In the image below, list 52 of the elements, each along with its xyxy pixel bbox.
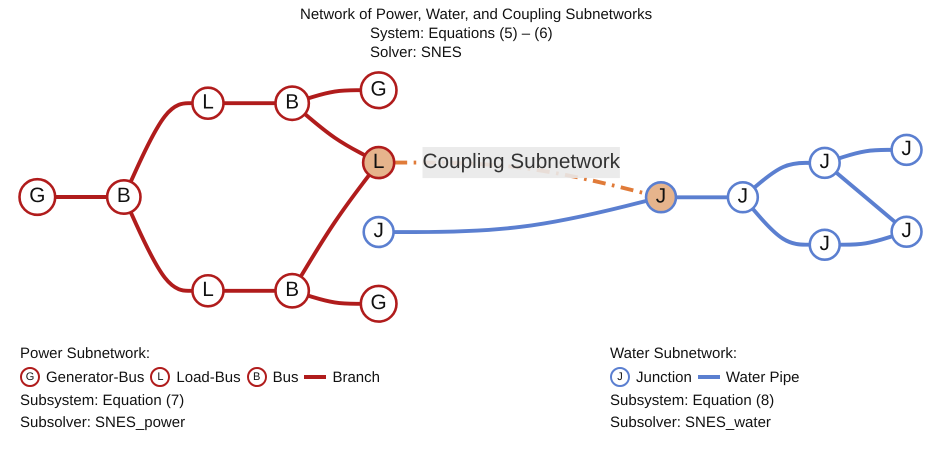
legend-text: Branch xyxy=(332,368,380,386)
node-circle xyxy=(890,215,923,248)
legend-text: Load-Bus xyxy=(176,368,241,386)
connector xyxy=(834,170,896,224)
node-circle xyxy=(360,284,398,323)
section-heading: Water Subnetwork: xyxy=(610,345,738,362)
node-circle xyxy=(362,216,395,248)
connector xyxy=(224,101,276,106)
note-text: Subsystem: Equation (8) xyxy=(610,392,776,409)
connector xyxy=(308,88,361,100)
connector xyxy=(128,101,192,183)
note-text: System: Equations (5) – (6) xyxy=(369,25,554,42)
connector xyxy=(751,207,810,247)
connector xyxy=(676,195,728,200)
legend-symbol: J xyxy=(610,367,630,387)
connector xyxy=(304,112,366,158)
node-circle xyxy=(808,228,841,261)
node-circle xyxy=(726,181,760,214)
connector xyxy=(55,195,108,199)
node-circle xyxy=(808,146,841,180)
section-heading: Power Subnetwork: xyxy=(20,345,152,362)
connector xyxy=(308,294,361,306)
note-text: Subsystem: Equation (7) xyxy=(20,392,186,409)
connector xyxy=(128,211,192,293)
node-circle xyxy=(191,86,225,120)
network-diagram: Coupling Subnetwork G B L B G J L B L J J J J G J J xyxy=(0,62,941,332)
legend-text: Junction xyxy=(636,368,692,386)
node-circle xyxy=(890,134,923,166)
legend-symbol: L xyxy=(150,367,170,387)
legend-text: Generator-Bus xyxy=(46,368,144,386)
legend-text: Water Pipe xyxy=(726,368,800,386)
node-circle xyxy=(274,85,310,122)
node-circle xyxy=(274,272,310,309)
note-text: Subsolver: SNES_power xyxy=(20,414,186,431)
diagram-title: Network of Power, Water, and Coupling Subnetworks xyxy=(300,6,654,23)
node-circle xyxy=(18,178,56,216)
legend-text: Bus xyxy=(272,368,298,386)
node-circle xyxy=(362,146,396,180)
node-circle xyxy=(360,71,398,110)
legend-symbol: G xyxy=(20,367,40,387)
note-text: Solver: SNES xyxy=(369,44,463,61)
note-text: Subsolver: SNES_water xyxy=(610,414,772,431)
connector xyxy=(838,148,892,160)
connector xyxy=(299,174,371,278)
connector xyxy=(753,160,810,190)
node-circle xyxy=(191,274,225,308)
node-circle xyxy=(106,179,142,215)
connector xyxy=(224,288,276,293)
node-circle xyxy=(644,181,678,214)
connector xyxy=(840,234,893,247)
legend-symbol: B xyxy=(246,367,267,387)
connector xyxy=(394,199,647,234)
